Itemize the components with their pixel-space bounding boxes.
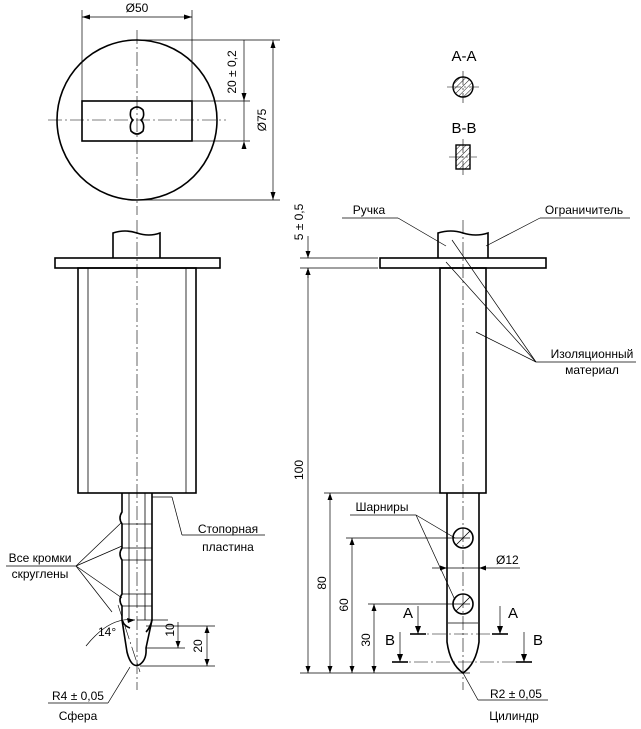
top-view: Ø50 20 ± 0,2 Ø75 <box>48 1 280 215</box>
sections: A-A B-B <box>447 48 479 176</box>
section-a-left: A <box>403 605 413 622</box>
dim-diameter-75: Ø75 <box>255 108 269 131</box>
dim-60: 60 <box>337 598 351 612</box>
dim-80: 80 <box>315 576 329 590</box>
dim-r2: R2 ± 0,05 <box>490 687 542 701</box>
label-sphere: Сфера <box>59 709 98 723</box>
label-insulating-1: Изоляционный <box>551 347 634 361</box>
dim-12: Ø12 <box>496 553 519 567</box>
handle-top <box>112 230 161 258</box>
dim-diameter-50: Ø50 <box>126 1 149 15</box>
dim-30: 30 <box>359 633 373 647</box>
dim-angle: 14° <box>98 625 116 639</box>
dim-slot: 20 ± 0,2 <box>225 50 239 94</box>
label-handle: Ручка <box>353 203 386 217</box>
finger-right <box>145 493 153 633</box>
dim-20: 20 <box>191 639 205 653</box>
section-aa-label: A-A <box>451 48 476 65</box>
flange-plate <box>54 257 221 269</box>
front-view: Стопорная пластина Все кромки скруглены … <box>6 220 265 723</box>
section-b-left: B <box>385 632 395 649</box>
label-hinges: Шарниры <box>356 500 409 514</box>
finger-tip <box>121 619 153 667</box>
label-cylinder: Цилиндр <box>489 709 539 723</box>
section-a-right: A <box>508 605 518 622</box>
dim-5: 5 ± 0,5 <box>292 203 306 240</box>
label-limiter: Ограничитель <box>545 203 623 217</box>
label-stop-plate-1: Стопорная <box>198 522 258 536</box>
section-bb-label: B-B <box>451 120 476 137</box>
dim-100: 100 <box>292 460 306 480</box>
label-insulating-2: материал <box>565 363 619 377</box>
dim-r4: R4 ± 0,05 <box>52 689 104 703</box>
label-edges-1: Все кромки <box>9 551 72 565</box>
section-b-right: B <box>533 632 543 649</box>
finger-left <box>119 493 131 629</box>
label-edges-2: скруглены <box>12 567 69 581</box>
dim-10: 10 <box>163 623 177 637</box>
side-view: 5 ± 0,5 100 80 60 30 Ø12 A <box>292 203 636 723</box>
label-stop-plate-2: пластина <box>202 540 254 554</box>
